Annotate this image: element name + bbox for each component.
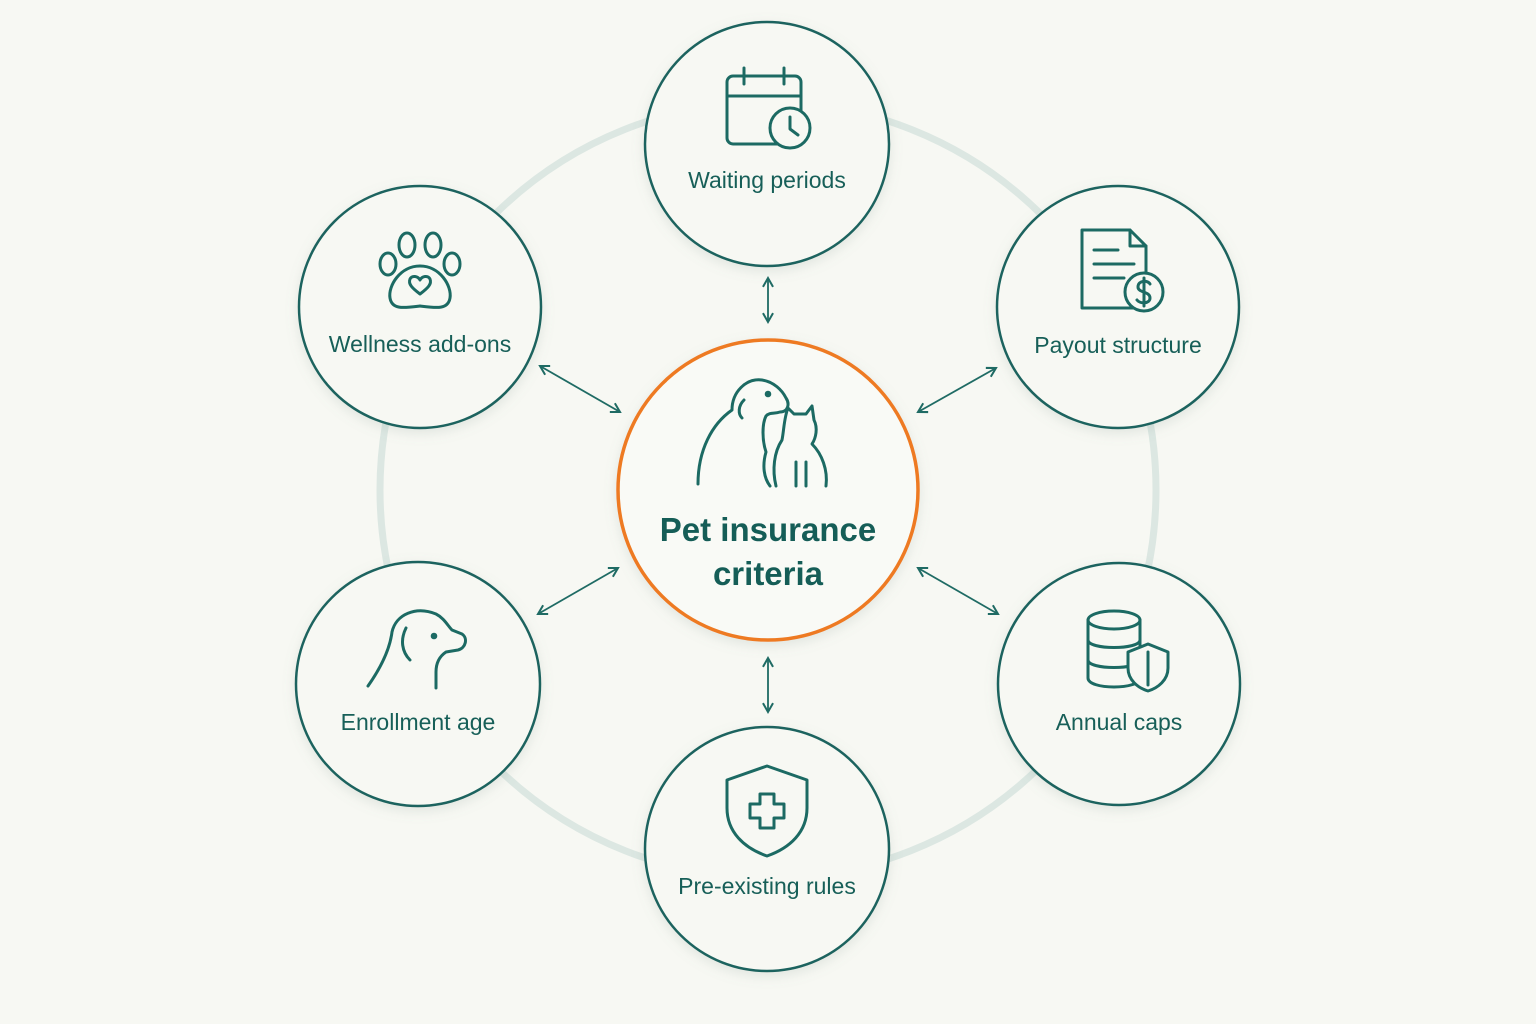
node-label: Pre-existing rules <box>678 873 856 899</box>
node-waiting-periods[interactable]: Waiting periods <box>643 20 891 268</box>
node-label: Waiting periods <box>688 167 846 193</box>
dog-and-cat-icon <box>696 378 828 488</box>
connector-enrollment <box>536 566 620 616</box>
document-dollar-icon <box>1080 228 1165 313</box>
center-circle <box>616 338 920 642</box>
node-wellness-add-ons[interactable]: Wellness add-ons <box>297 184 543 430</box>
center-title-line1: Pet insurance <box>660 511 876 548</box>
node-label: Wellness add-ons <box>329 331 511 357</box>
node-enrollment-age[interactable]: Enrollment age <box>294 560 542 808</box>
connector-wellness <box>538 364 622 414</box>
node-label: Annual caps <box>1056 709 1183 735</box>
dog-head-icon <box>366 609 467 690</box>
database-shield-icon <box>1086 609 1170 693</box>
connectors <box>536 275 1000 715</box>
connector-payout <box>916 366 998 414</box>
shield-cross-icon <box>725 764 809 858</box>
center-node[interactable]: Pet insurance criteria <box>616 338 920 642</box>
node-circle <box>996 561 1242 807</box>
node-annual-caps[interactable]: Annual caps <box>996 561 1242 807</box>
node-circle <box>643 725 891 973</box>
node-payout-structure[interactable]: Payout structure <box>995 184 1241 430</box>
center-title-line2: criteria <box>713 555 824 592</box>
connector-caps <box>916 566 1000 616</box>
calendar-clock-icon <box>725 66 812 150</box>
node-label: Enrollment age <box>341 709 496 735</box>
paw-heart-icon <box>378 231 462 310</box>
node-circle <box>294 560 542 808</box>
node-pre-existing-rules[interactable]: Pre-existing rules <box>643 725 891 973</box>
node-label: Payout structure <box>1034 332 1201 358</box>
